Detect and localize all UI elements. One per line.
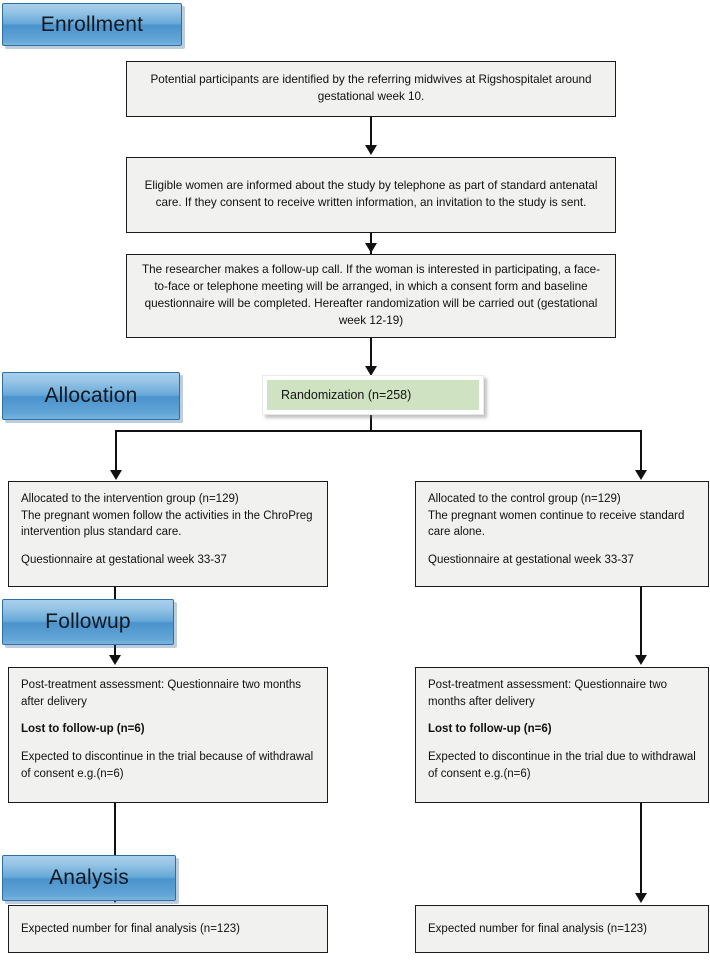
allocation-control-line2: The pregnant women continue to receive s… [428, 509, 685, 539]
arrowhead-to-information [364, 145, 377, 155]
connector-randomization-stem [370, 415, 372, 431]
followup-control-line3: Expected to discontinue in the trial due… [428, 751, 696, 780]
followup-box-control: Post-treatment assessment: Questionnaire… [415, 667, 709, 803]
stage-banner-analysis-label: Analysis [49, 866, 129, 889]
spacer [21, 710, 315, 721]
connector-control-followup-to-analysis [640, 803, 642, 897]
randomization-label: Randomization (n=258) [267, 380, 479, 410]
followup-control-lost: Lost to follow-up (n=6) [428, 723, 552, 736]
allocation-box-control: Allocated to the control group (n=129) T… [415, 481, 709, 587]
stage-banner-analysis: Analysis [2, 855, 176, 901]
allocation-box-control-text: Allocated to the control group (n=129) T… [416, 482, 708, 578]
followup-intervention-line3: Expected to discontinue in the trial bec… [21, 751, 314, 780]
stage-banner-followup: Followup [2, 599, 174, 645]
arrowhead-to-control-followup [634, 655, 647, 665]
stage-banner-enrollment: Enrollment [2, 3, 182, 46]
allocation-intervention-line2: The pregnant women follow the activities… [21, 509, 313, 539]
connector-split-to-control [640, 430, 642, 474]
arrowhead-to-randomization [364, 366, 377, 376]
enrollment-box-information-text: Eligible women are informed about the st… [144, 179, 598, 209]
allocation-intervention-line1: Allocated to the intervention group (n=1… [21, 493, 239, 505]
arrowhead-to-control-analysis [634, 893, 647, 903]
allocation-control-line1: Allocated to the control group (n=129) [428, 493, 621, 505]
stage-banner-followup-label: Followup [45, 610, 131, 633]
enrollment-box-information: Eligible women are informed about the st… [126, 157, 616, 233]
analysis-box-intervention: Expected number for final analysis (n=12… [8, 905, 328, 953]
followup-intervention-lost: Lost to follow-up (n=6) [21, 723, 145, 736]
allocation-intervention-line3: Questionnaire at gestational week 33-37 [21, 554, 227, 567]
allocation-box-intervention-text: Allocated to the intervention group (n=1… [9, 482, 327, 578]
spacer [428, 738, 696, 749]
randomization-box: Randomization (n=258) [262, 375, 484, 415]
connector-intervention-followup-to-analysis [114, 803, 116, 897]
stage-banner-allocation-label: Allocation [44, 384, 138, 407]
enrollment-box-identification: Potential participants are identified by… [126, 61, 616, 117]
stage-banner-allocation: Allocation [2, 372, 180, 420]
enrollment-box-followup-call: The researcher makes a follow-up call. I… [126, 254, 616, 338]
spacer [21, 738, 315, 749]
arrowhead-to-control-allocation [634, 470, 647, 480]
analysis-box-control-text: Expected number for final analysis (n=12… [428, 922, 647, 935]
analysis-box-control: Expected number for final analysis (n=12… [415, 905, 709, 953]
enrollment-box-identification-text: Potential participants are identified by… [150, 73, 592, 103]
followup-control-line1: Post-treatment assessment: Questionnaire… [428, 679, 668, 708]
arrowhead-to-intervention-allocation [109, 470, 122, 480]
stage-banner-enrollment-label: Enrollment [40, 12, 144, 36]
connector-identification-to-information [370, 117, 372, 147]
followup-intervention-line1: Post-treatment assessment: Questionnaire… [21, 679, 301, 708]
spacer [428, 710, 696, 721]
allocation-box-intervention: Allocated to the intervention group (n=1… [8, 481, 328, 587]
connector-control-allocation-to-followup [640, 587, 642, 659]
spacer [21, 541, 315, 552]
analysis-box-intervention-text: Expected number for final analysis (n=12… [21, 922, 240, 935]
connector-split-to-intervention [115, 430, 117, 474]
followup-box-intervention: Post-treatment assessment: Questionnaire… [8, 667, 328, 803]
connector-allocation-split-horizontal [115, 430, 642, 432]
enrollment-box-followup-call-text: The researcher makes a follow-up call. I… [142, 263, 600, 327]
arrowhead-to-intervention-followup [108, 655, 121, 665]
connector-followupcall-to-randomization [370, 338, 372, 370]
arrowhead-to-followupcall [364, 243, 377, 253]
spacer [428, 541, 696, 552]
allocation-control-line3: Questionnaire at gestational week 33-37 [428, 554, 634, 567]
followup-box-control-text: Post-treatment assessment: Questionnaire… [416, 668, 708, 791]
followup-box-intervention-text: Post-treatment assessment: Questionnaire… [9, 668, 327, 791]
